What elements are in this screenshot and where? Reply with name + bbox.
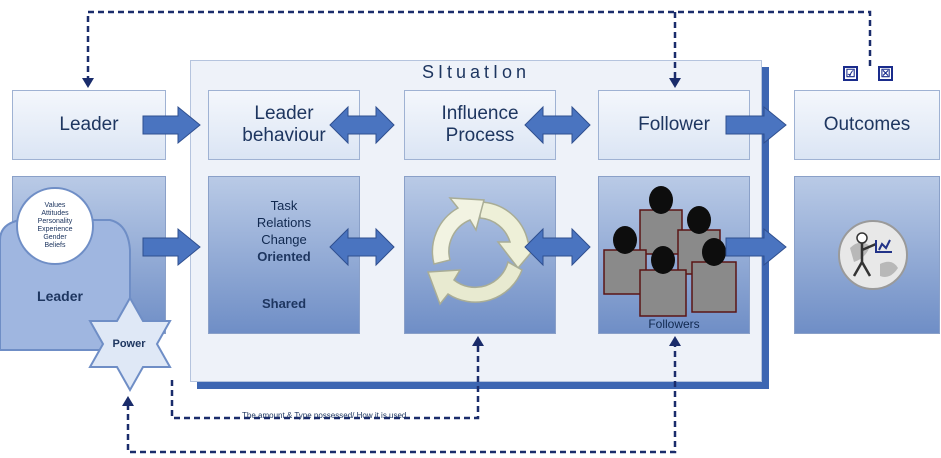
values-item: Personality — [37, 218, 73, 225]
process-label: Process — [445, 125, 515, 146]
situation-title: SItuatIon — [421, 62, 531, 82]
power-note-line — [170, 344, 480, 420]
follower-label: Follower — [638, 114, 710, 135]
values-bubble: Values Attitudes Personality Experience … — [16, 187, 94, 265]
task-label: Task — [270, 198, 298, 213]
influence-process-box: Influence Process — [404, 90, 556, 160]
arrow-influence-follower — [524, 105, 591, 145]
values-item: Values — [44, 202, 66, 209]
arrowhead-power — [122, 396, 134, 406]
arrow-behaviour-influence — [329, 105, 395, 145]
arrowhead-followers-bottom — [669, 336, 681, 346]
feedback-bottom-line — [126, 344, 677, 454]
arrow-leader-to-behaviour — [142, 105, 201, 145]
power-star-icon — [88, 295, 172, 393]
arrowhead-cycle — [472, 336, 484, 346]
follower-box: Follower — [598, 90, 750, 160]
cycle-icon — [426, 197, 542, 306]
values-item: Attitudes — [41, 210, 69, 217]
leader-behaviour-box: Leader behaviour — [208, 90, 360, 160]
values-item: Gender — [43, 234, 67, 241]
check-icon: ☑ — [843, 66, 858, 81]
followers-label: Followers — [648, 317, 700, 331]
shared-label: Shared — [261, 296, 307, 311]
x-icon: ☒ — [878, 66, 893, 81]
feedback-top-line — [86, 10, 872, 80]
leader-behaviour-label: Leader behaviour — [242, 103, 326, 146]
arrow-profile-to-style — [142, 227, 201, 267]
leader-figure-label: Leader — [37, 288, 83, 304]
outcomes-box: Outcomes — [794, 90, 940, 160]
arrow-style-cycle — [329, 227, 395, 267]
arrowhead-leader — [82, 78, 94, 88]
values-item: Beliefs — [44, 242, 66, 249]
arrow-followers-outcomes — [725, 227, 787, 267]
influence-label: Influence — [441, 103, 519, 124]
power-label: Power — [112, 338, 146, 350]
values-item: Experience — [37, 226, 73, 233]
leader-style-box: Task Relations Change Oriented Shared — [208, 176, 360, 334]
relations-label: Relations — [256, 215, 312, 230]
people-icon — [603, 186, 737, 317]
outcomes-label: Outcomes — [823, 114, 911, 135]
change-label: Change — [261, 232, 307, 247]
leader-box-label: Leader — [59, 114, 119, 135]
power-note: The amount & Type possessed/ How it is u… — [240, 411, 409, 420]
oriented-label: Oriented — [257, 249, 311, 264]
arrowhead-follower — [669, 78, 681, 88]
globe-person-icon — [838, 220, 908, 290]
arrow-cycle-followers — [524, 227, 591, 267]
leader-box: Leader — [12, 90, 166, 160]
arrow-follower-outcomes — [725, 105, 787, 145]
